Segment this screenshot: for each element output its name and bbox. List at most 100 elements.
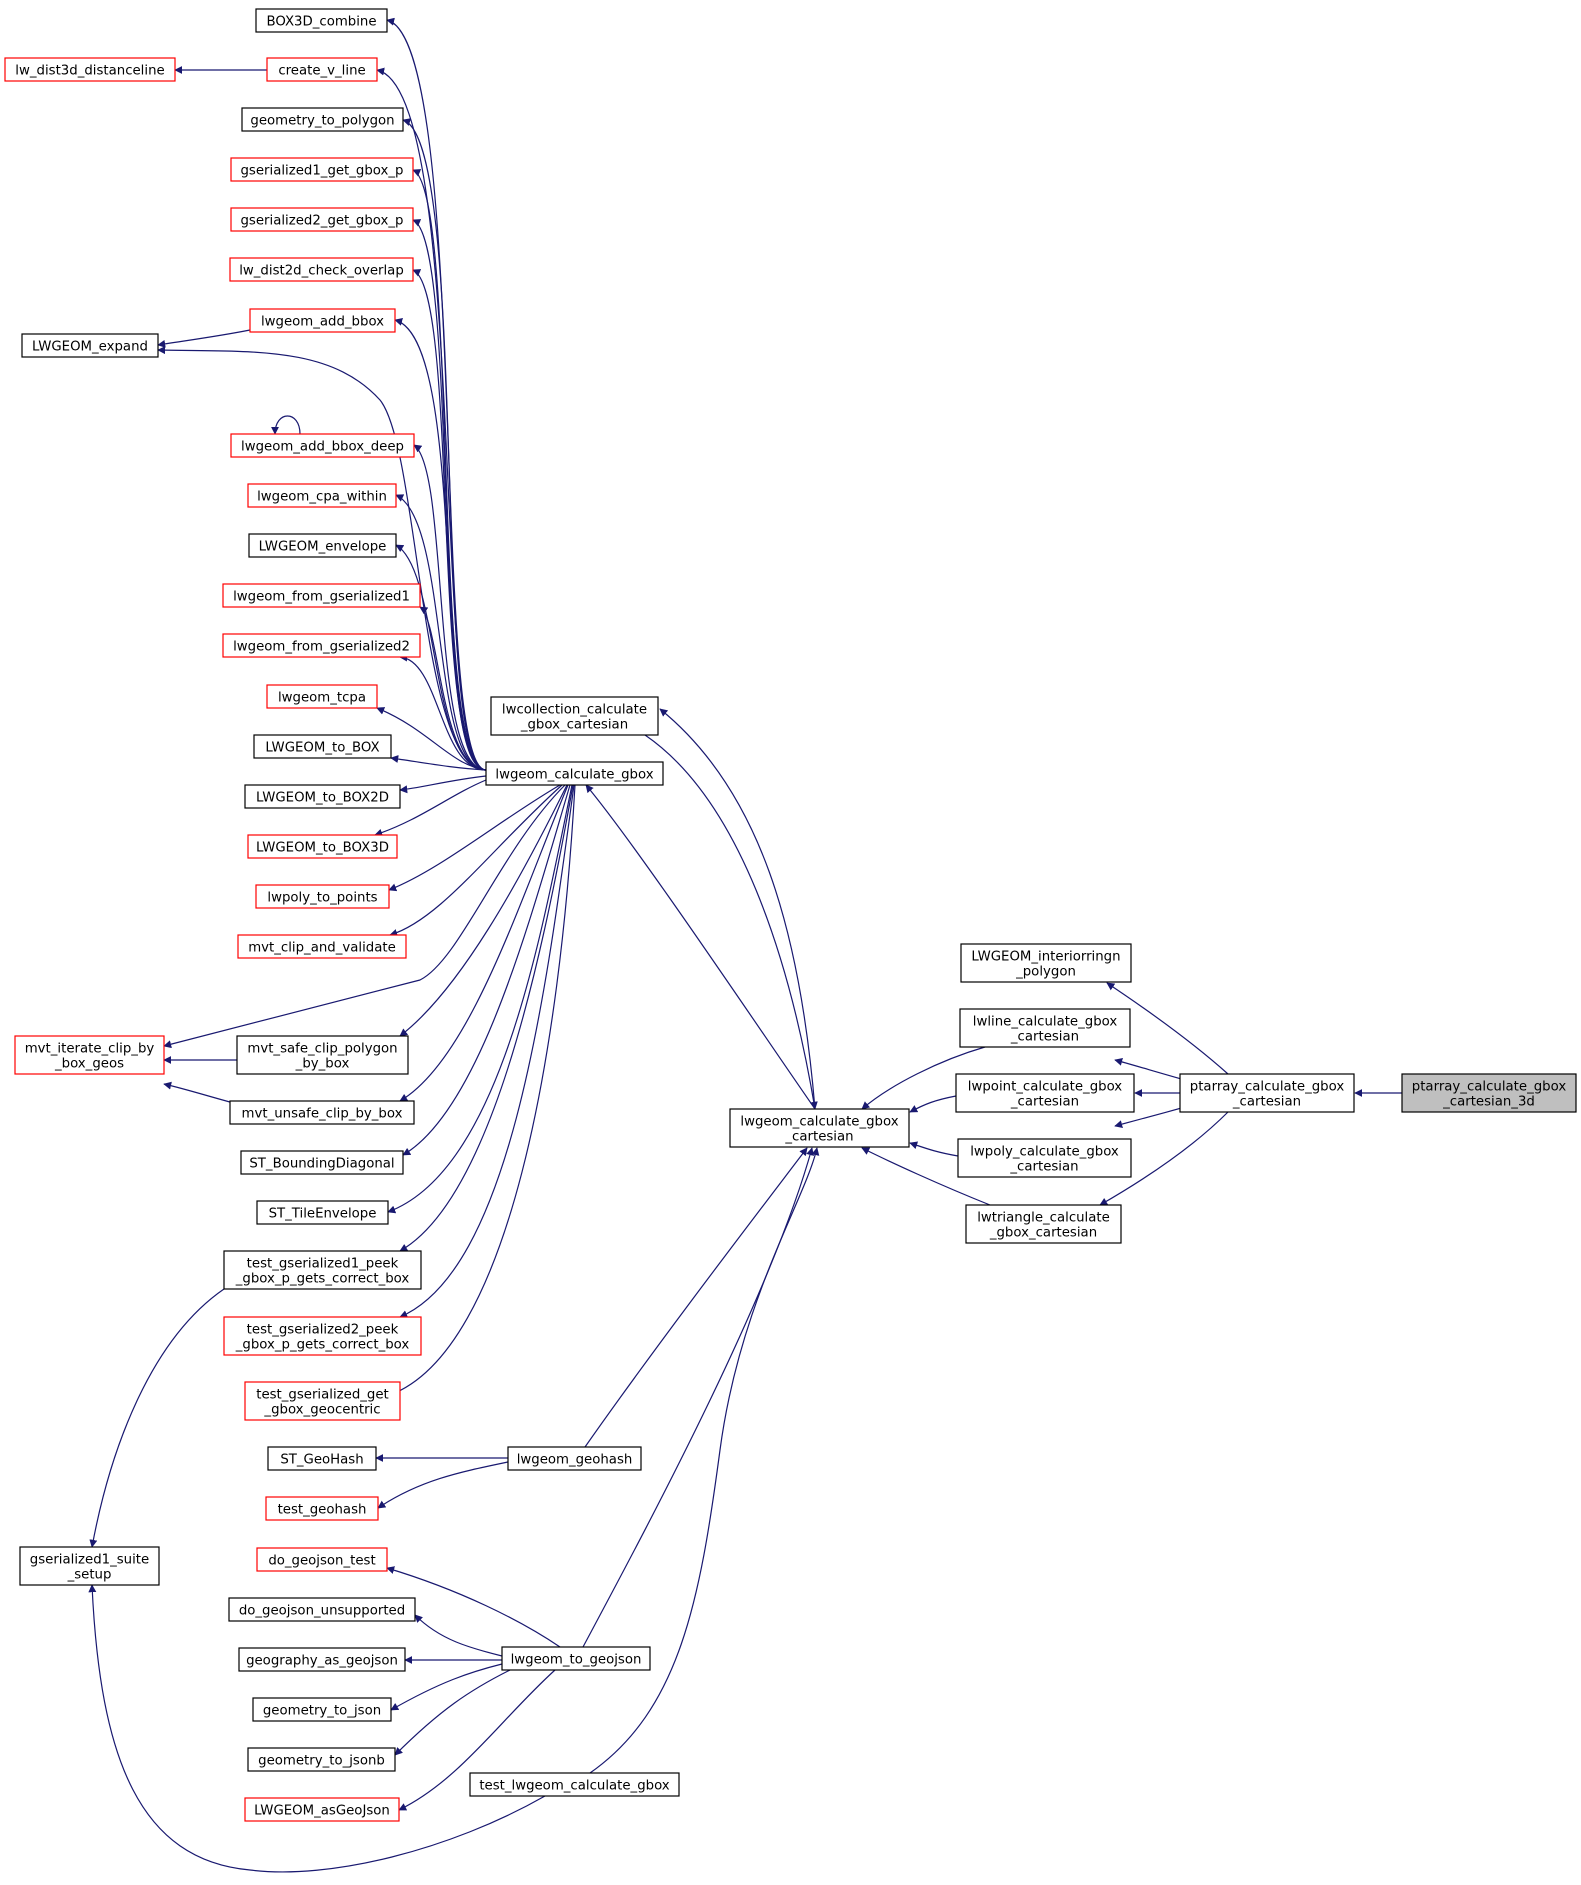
node-box bbox=[256, 1547, 388, 1572]
edge-lwgeom_calculate_gbox-to-lwgeom_to_box3d bbox=[374, 779, 487, 837]
node-test_gserialized_get_gbox_geocentric[interactable]: test_gserialized_get_gbox_geocentric bbox=[244, 1381, 401, 1421]
node-label: mvt_iterate_clip_by bbox=[25, 1042, 155, 1057]
node-label: _gbox_p_gets_correct_box bbox=[235, 1338, 410, 1353]
edge-lwgeom_calculate_gbox-to-gserialized1_get_gbox_p bbox=[412, 169, 487, 771]
node-box bbox=[230, 207, 414, 232]
node-ptarray_calculate_gbox_cartesian[interactable]: ptarray_calculate_gbox_cartesian bbox=[1179, 1073, 1355, 1113]
node-label: lwgeom_from_gserialized1 bbox=[233, 590, 410, 605]
node-geometry_to_jsonb[interactable]: geometry_to_jsonb bbox=[247, 1747, 396, 1772]
node-box bbox=[485, 761, 664, 786]
node-label: _cartesian bbox=[784, 1130, 853, 1145]
node-st_geohash[interactable]: ST_GeoHash bbox=[267, 1446, 377, 1471]
edge-lwgeom_calculate_gbox-to-lwgeom_expand bbox=[157, 346, 487, 771]
node-lwtriangle_calculate_gbox_cartesian[interactable]: lwtriangle_calculate_gbox_cartesian bbox=[965, 1204, 1122, 1244]
node-lw_dist3d_distanceline[interactable]: lw_dist3d_distanceline bbox=[4, 57, 176, 82]
node-box bbox=[19, 1546, 160, 1586]
node-box bbox=[955, 1073, 1135, 1113]
node-test_gserialized1_peek[interactable]: test_gserialized1_peek_gbox_p_gets_corre… bbox=[223, 1250, 422, 1290]
node-label: lwgeom_from_gserialized2 bbox=[233, 640, 410, 655]
node-lwpoly_to_points[interactable]: lwpoly_to_points bbox=[255, 884, 390, 909]
node-geography_as_geojson[interactable]: geography_as_geojson bbox=[238, 1647, 406, 1672]
node-label: mvt_clip_and_validate bbox=[248, 941, 396, 956]
node-box bbox=[222, 633, 421, 658]
node-label: LWGEOM_expand bbox=[32, 340, 148, 355]
node-geometry_to_json[interactable]: geometry_to_json bbox=[252, 1697, 392, 1722]
node-lwgeom_tcpa[interactable]: lwgeom_tcpa bbox=[266, 684, 378, 709]
node-label: lwgeom_add_bbox_deep bbox=[241, 440, 404, 455]
node-label: geography_as_geojson bbox=[246, 1654, 398, 1669]
node-st_boundingdiagonal[interactable]: ST_BoundingDiagonal bbox=[240, 1150, 404, 1175]
node-create_v_line[interactable]: create_v_line bbox=[266, 57, 378, 82]
node-gserialized1_suite_setup[interactable]: gserialized1_suite_setup bbox=[19, 1546, 160, 1586]
node-box bbox=[229, 257, 414, 282]
edge-lwgeom_calculate_gbox-to-lwgeom_to_box2d bbox=[399, 775, 487, 794]
node-label: lwpoint_calculate_gbox bbox=[968, 1080, 1123, 1095]
node-label: LWGEOM_envelope bbox=[259, 540, 387, 555]
node-label: _setup bbox=[67, 1568, 112, 1583]
node-lwgeom_geohash[interactable]: lwgeom_geohash bbox=[507, 1446, 642, 1471]
node-mvt_unsafe_clip_by_box[interactable]: mvt_unsafe_clip_by_box bbox=[229, 1100, 415, 1125]
node-label: lwgeom_cpa_within bbox=[257, 490, 387, 505]
node-box3d_combine[interactable]: BOX3D_combine bbox=[255, 8, 388, 33]
node-gserialized1_get_gbox_p[interactable]: gserialized1_get_gbox_p bbox=[230, 157, 414, 182]
node-box bbox=[230, 157, 414, 182]
node-box bbox=[228, 1597, 416, 1622]
node-do_geojson_unsupported[interactable]: do_geojson_unsupported bbox=[228, 1597, 416, 1622]
edge-ptarray_calculate_gbox_cartesian-to-lwpoly_calculate_gbox_cartesian bbox=[1114, 1106, 1186, 1129]
node-lwgeom_to_box2d[interactable]: LWGEOM_to_BOX2D bbox=[244, 784, 401, 809]
edge-lwgeom_calculate_gbox-to-lwgeom_tcpa bbox=[376, 707, 487, 771]
node-test_lwgeom_calculate_gbox[interactable]: test_lwgeom_calculate_gbox bbox=[469, 1772, 680, 1797]
node-geometry_to_polygon[interactable]: geometry_to_polygon bbox=[241, 107, 404, 132]
node-lwcollection_calculate_gbox_cartesian[interactable]: lwcollection_calculate_gbox_cartesian bbox=[490, 696, 659, 736]
edge-lwgeom_to_geojson-to-do_geojson_test bbox=[386, 1566, 561, 1648]
edge-lwgeom_calculate_gbox-to-lwgeom_to_box bbox=[390, 755, 487, 771]
node-box bbox=[21, 333, 159, 358]
edge-lwgeom_calculate_gbox_cartesian-to-lwcollection_calculate_gbox_cartesian bbox=[659, 708, 816, 1110]
node-lwgeom_to_geojson[interactable]: lwgeom_to_geojson bbox=[501, 1646, 651, 1671]
node-do_geojson_test[interactable]: do_geojson_test bbox=[256, 1547, 388, 1572]
node-test_geohash[interactable]: test_geohash bbox=[265, 1496, 379, 1521]
node-lwgeom_from_gserialized1[interactable]: lwgeom_from_gserialized1 bbox=[222, 583, 421, 608]
node-st_tileenvelope[interactable]: ST_TileEnvelope bbox=[256, 1200, 389, 1225]
node-box bbox=[244, 784, 401, 809]
edge-lwgeom_calculate_gbox-to-test_gserialized2_peek bbox=[399, 784, 575, 1318]
node-label: lwgeom_calculate_gbox bbox=[740, 1115, 898, 1130]
node-lwpoint_calculate_gbox_cartesian[interactable]: lwpoint_calculate_gbox_cartesian bbox=[955, 1073, 1135, 1113]
node-lwgeom_to_box3d[interactable]: LWGEOM_to_BOX3D bbox=[247, 834, 398, 859]
node-lwgeom_from_gserialized2[interactable]: lwgeom_from_gserialized2 bbox=[222, 633, 421, 658]
node-lwgeom_to_box[interactable]: LWGEOM_to_BOX bbox=[253, 734, 392, 759]
node-test_gserialized2_peek[interactable]: test_gserialized2_peek_gbox_p_gets_corre… bbox=[223, 1316, 422, 1356]
node-label: BOX3D_combine bbox=[266, 15, 376, 30]
node-label: mvt_unsafe_clip_by_box bbox=[242, 1107, 403, 1122]
node-lwgeom_envelope[interactable]: LWGEOM_envelope bbox=[248, 533, 397, 558]
node-mvt_iterate_clip_by_box_geos[interactable]: mvt_iterate_clip_by_box_geos bbox=[14, 1035, 165, 1075]
node-lwgeom_interiorringn_polygon[interactable]: LWGEOM_interiorringn_polygon bbox=[960, 943, 1132, 983]
node-box bbox=[253, 734, 392, 759]
node-label: lwtriangle_calculate bbox=[977, 1211, 1110, 1226]
node-ptarray_calculate_gbox_cartesian_3d[interactable]: ptarray_calculate_gbox_cartesian_3d bbox=[1401, 1073, 1577, 1113]
node-box bbox=[237, 934, 407, 959]
node-lwgeom_add_bbox[interactable]: lwgeom_add_bbox bbox=[249, 308, 396, 333]
edge-test_gserialized1_peek-to-gserialized1_suite_setup bbox=[89, 1288, 225, 1548]
node-mvt_safe_clip_polygon_by_box[interactable]: mvt_safe_clip_polygon_by_box bbox=[236, 1035, 409, 1075]
node-lwgeom_expand[interactable]: LWGEOM_expand bbox=[21, 333, 159, 358]
node-box bbox=[507, 1446, 642, 1471]
node-lwline_calculate_gbox_cartesian[interactable]: lwline_calculate_gbox_cartesian bbox=[959, 1008, 1131, 1048]
edge-lwgeom_calculate_gbox-to-test_gserialized1_peek bbox=[399, 784, 574, 1252]
node-lwpoly_calculate_gbox_cartesian[interactable]: lwpoly_calculate_gbox_cartesian bbox=[957, 1138, 1132, 1178]
node-lw_dist2d_check_overlap[interactable]: lw_dist2d_check_overlap bbox=[229, 257, 414, 282]
node-lwgeom_add_bbox_deep[interactable]: lwgeom_add_bbox_deep bbox=[230, 433, 415, 458]
node-box bbox=[248, 533, 397, 558]
node-label: lwcollection_calculate bbox=[502, 703, 647, 718]
node-lwgeom_asgeojson[interactable]: LWGEOM_asGeoJson bbox=[244, 1797, 400, 1822]
node-label: ptarray_calculate_gbox bbox=[1190, 1080, 1345, 1095]
edge-lwgeom_calculate_gbox-to-lwgeom_from_gserialized2 bbox=[399, 653, 487, 771]
node-lwgeom_calculate_gbox_cartesian[interactable]: lwgeom_calculate_gbox_cartesian bbox=[729, 1108, 910, 1148]
node-label: ST_BoundingDiagonal bbox=[249, 1157, 394, 1172]
node-lwgeom_cpa_within[interactable]: lwgeom_cpa_within bbox=[247, 483, 397, 508]
node-gserialized2_get_gbox_p[interactable]: gserialized2_get_gbox_p bbox=[230, 207, 414, 232]
node-label: gserialized1_get_gbox_p bbox=[240, 164, 403, 179]
edge-lwgeom_to_geojson-to-geometry_to_jsonb bbox=[394, 1669, 511, 1756]
node-lwgeom_calculate_gbox[interactable]: lwgeom_calculate_gbox bbox=[485, 761, 664, 786]
node-mvt_clip_and_validate[interactable]: mvt_clip_and_validate bbox=[237, 934, 407, 959]
